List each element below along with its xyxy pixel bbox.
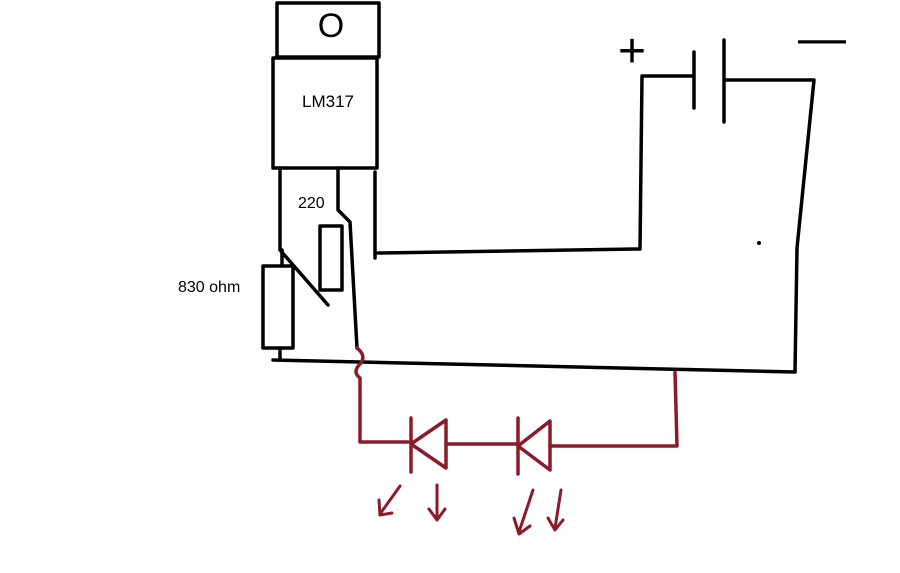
resistor-220: 220	[298, 195, 344, 292]
output-leg-wire	[336, 166, 359, 350]
resistor-830-label: 830 ohm	[178, 279, 240, 296]
ground-return-wire	[271, 358, 797, 374]
regulator-tab: O	[275, 1, 381, 59]
battery-positive-wire	[376, 74, 694, 255]
led-2-light-arrow-right	[546, 488, 565, 532]
regulator-body	[271, 56, 379, 170]
led-2-light-arrow-left	[512, 488, 535, 536]
led-string	[354, 346, 679, 536]
led-1-light-arrow-left	[377, 484, 402, 517]
led-2	[516, 416, 552, 476]
resistor-830-body	[261, 264, 295, 350]
regulator-label: LM317	[302, 92, 354, 111]
battery-negative-wire	[724, 78, 816, 374]
led-1-triangle	[409, 418, 448, 470]
resistor-220-label: 220	[298, 195, 325, 212]
led-1-light-arrow-right	[427, 483, 447, 522]
battery-positive-symbol: +	[618, 25, 646, 78]
led-branch-right-wire	[548, 370, 679, 448]
resistor-220-body	[318, 224, 344, 292]
resistor-830: 830 ohm	[178, 264, 295, 350]
adj-leg-wire	[278, 166, 330, 307]
lm317-regulator: LM317	[271, 56, 379, 170]
led-1	[409, 416, 448, 474]
regulator-tab-marking: O	[318, 7, 344, 45]
battery-negative-symbol: —	[798, 12, 846, 65]
led-branch-left-wire	[354, 346, 410, 444]
battery: + —	[618, 12, 846, 124]
stray-dot	[757, 241, 761, 245]
led-2-triangle	[516, 419, 552, 472]
